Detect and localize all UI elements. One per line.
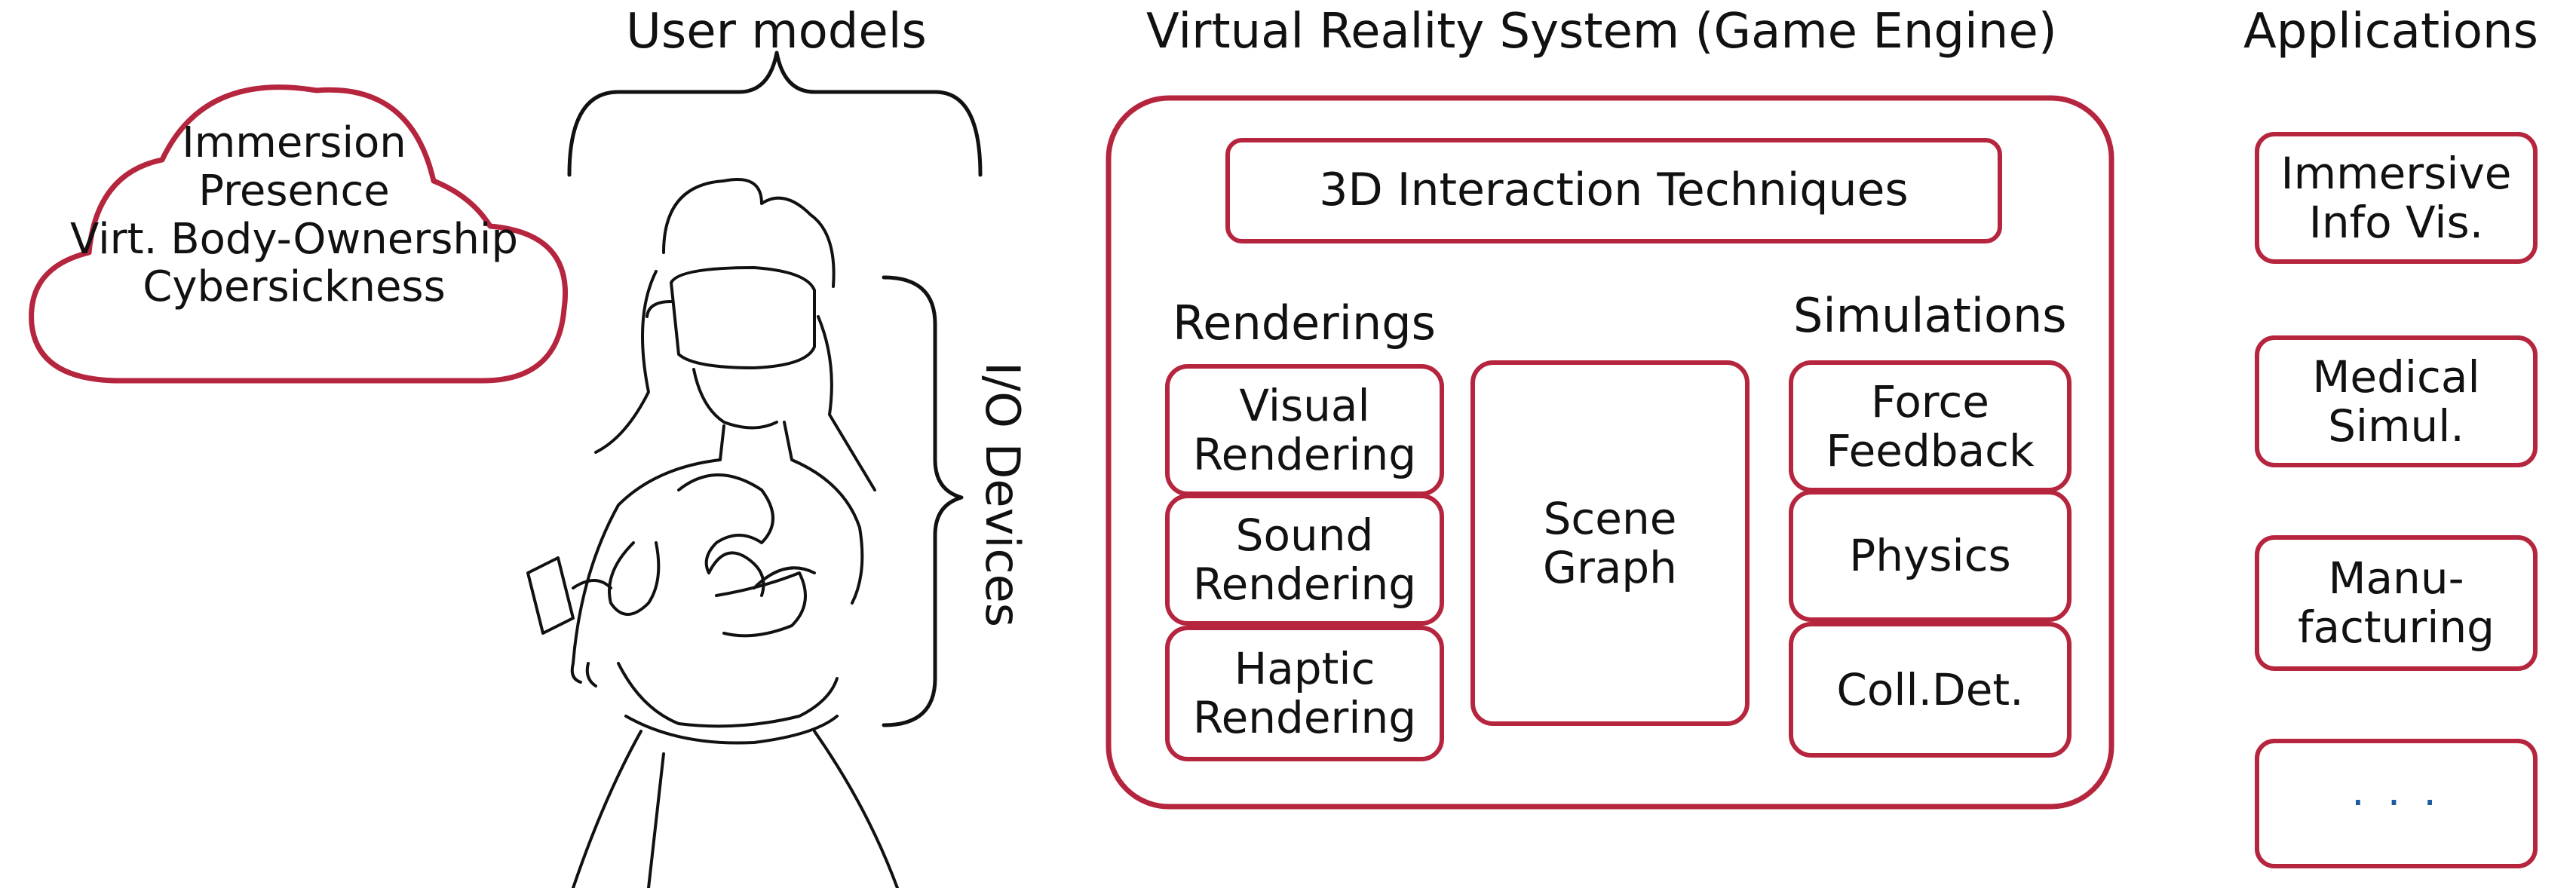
cloud-line-cybersickness: Cybersickness	[143, 262, 446, 312]
io-devices-brace	[882, 275, 964, 727]
user-models-brace	[567, 51, 983, 177]
cloud-text: Immersion Presence Virt. Body-Ownership …	[45, 119, 543, 311]
renderings-title: Renderings	[1173, 295, 1436, 351]
ellipsis-label: · · ·	[2351, 778, 2441, 828]
simulations-title: Simulations	[1793, 288, 2067, 343]
vr-user-illustration	[526, 178, 899, 888]
interaction-techniques-box: 3D Interaction Techniques	[1225, 138, 2002, 243]
app-manufacturing: Manu-facturing	[2255, 535, 2538, 671]
vr-system-heading: Virtual Reality System (Game Engine)	[1146, 4, 2057, 60]
cloud-line-presence: Presence	[198, 166, 390, 216]
vr-system-frame	[1106, 95, 2114, 810]
collision-detection-box: Coll.Det.	[1789, 622, 2072, 758]
interaction-techniques-label: 3D Interaction Techniques	[1319, 164, 1909, 217]
app-more: · · ·	[2255, 739, 2538, 868]
user-models-heading: User models	[626, 4, 927, 60]
cloud-line-immersion: Immersion	[182, 118, 406, 167]
thought-cloud	[29, 84, 568, 384]
cloud-line-body-ownership: Virt. Body-Ownership	[70, 214, 518, 264]
applications-heading: Applications	[2243, 4, 2538, 60]
physics-box: Physics	[1789, 490, 2072, 622]
